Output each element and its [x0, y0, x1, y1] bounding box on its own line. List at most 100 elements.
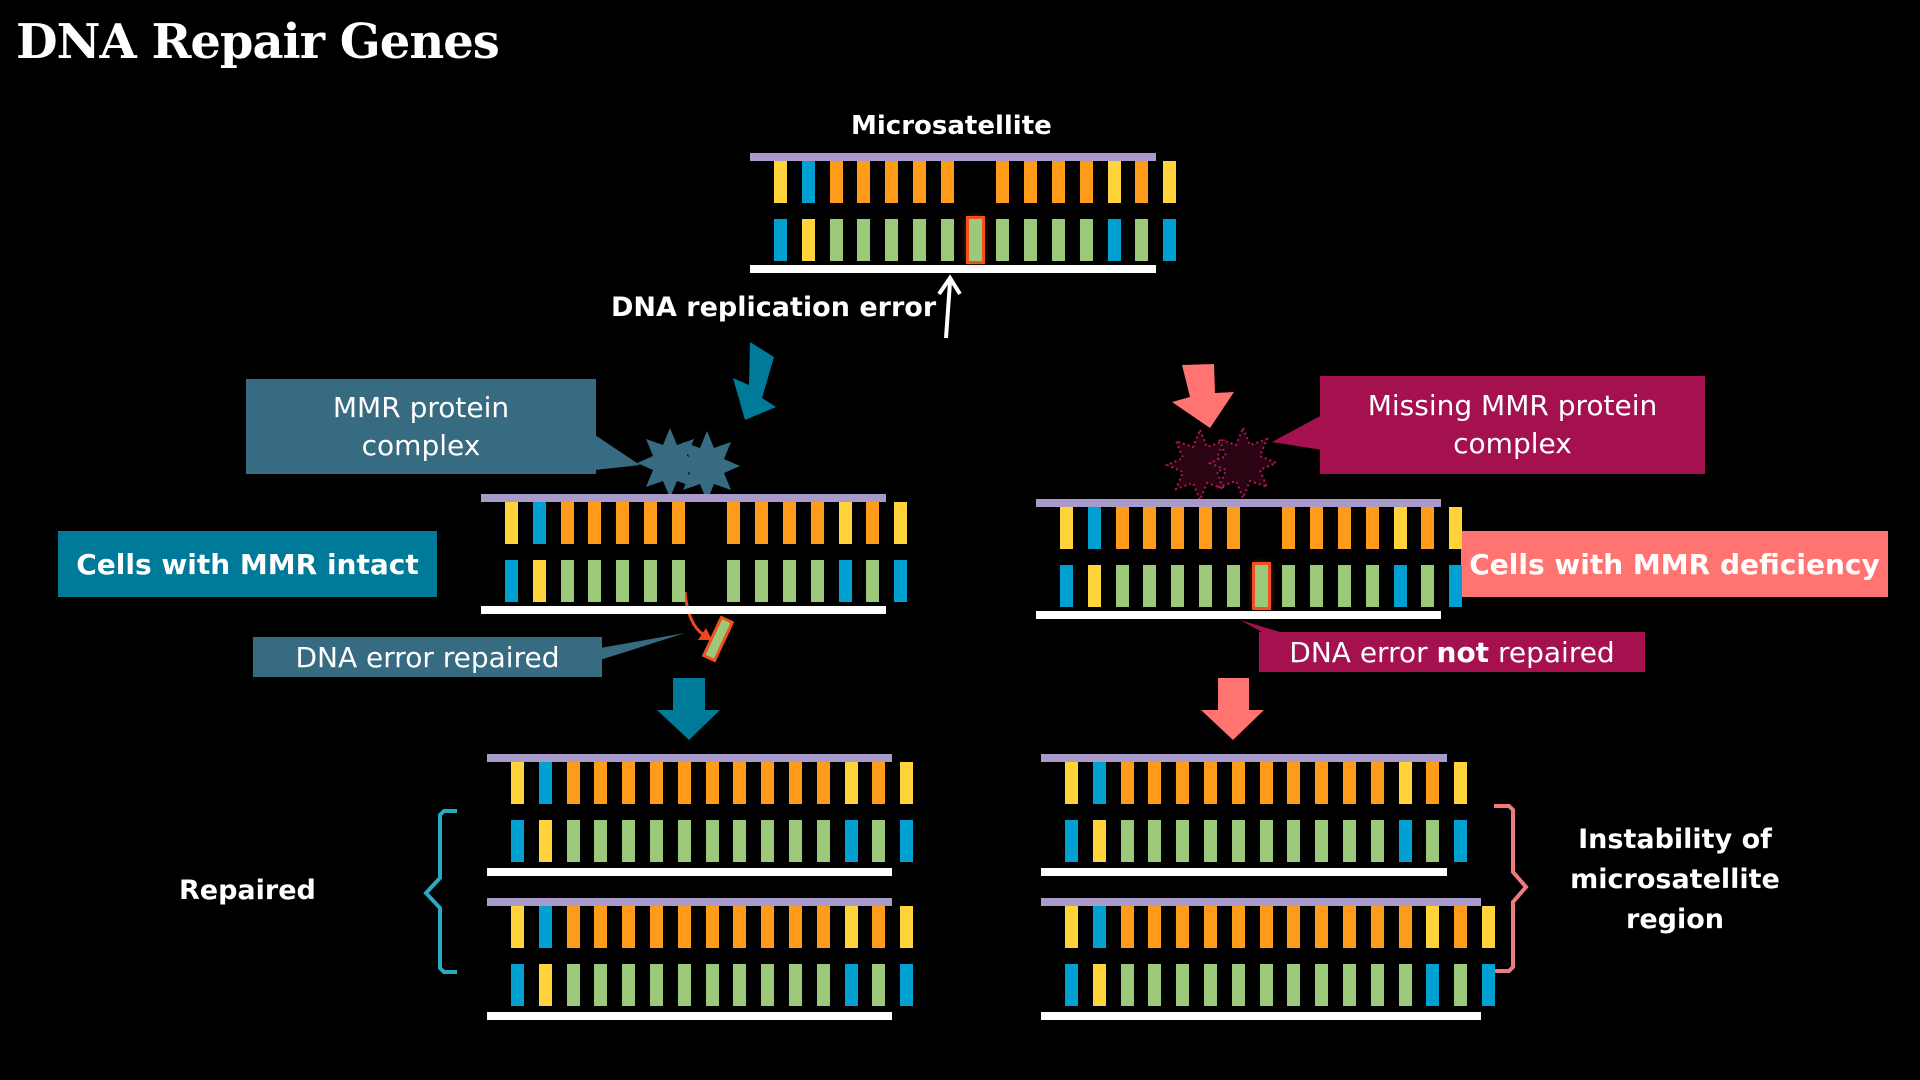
base	[829, 219, 843, 261]
error-repaired-callout: DNA error repaired	[253, 637, 602, 677]
repaired-label: Repaired	[179, 875, 316, 906]
top-strand-bases	[505, 502, 922, 544]
base	[1060, 565, 1073, 607]
base	[900, 762, 914, 804]
base	[1393, 565, 1407, 607]
base	[1171, 507, 1185, 549]
sugar-backbone-top	[1041, 754, 1447, 762]
base	[1024, 161, 1038, 203]
base	[538, 964, 552, 1006]
base	[1079, 161, 1093, 203]
base	[1176, 820, 1190, 862]
base	[885, 219, 899, 261]
base-gap	[700, 560, 713, 602]
base	[1481, 906, 1495, 948]
base	[1060, 507, 1073, 549]
base	[677, 964, 691, 1006]
bottom-strand-bases	[774, 216, 1191, 264]
base	[1024, 219, 1038, 261]
base	[1087, 507, 1101, 549]
base	[1259, 906, 1273, 948]
instability-label: Instability of microsatellite region	[1560, 820, 1790, 940]
base	[838, 502, 852, 544]
base	[1449, 507, 1463, 549]
callout-tail-not-repaired	[1240, 620, 1280, 632]
base	[511, 820, 524, 862]
base	[1481, 964, 1495, 1006]
instability-line3: region	[1626, 904, 1724, 935]
base	[1310, 565, 1324, 607]
base	[643, 502, 657, 544]
base	[1051, 219, 1065, 261]
base	[782, 560, 796, 602]
base	[1337, 507, 1351, 549]
base	[1315, 820, 1329, 862]
base	[1337, 565, 1351, 607]
base	[755, 560, 769, 602]
base	[1051, 161, 1065, 203]
base	[801, 219, 815, 261]
pink-down-arrow-icon	[1172, 364, 1234, 428]
base	[1120, 762, 1134, 804]
base	[1315, 762, 1329, 804]
base	[1148, 820, 1162, 862]
not-repaired-bold: not	[1436, 635, 1490, 669]
base	[1203, 906, 1217, 948]
base	[844, 820, 858, 862]
base	[838, 560, 852, 602]
base	[996, 219, 1010, 261]
sugar-backbone-top	[750, 153, 1156, 161]
sugar-backbone-top	[1036, 499, 1441, 507]
base	[538, 762, 552, 804]
teal-diagonal-arrow-icon	[733, 342, 776, 420]
dna-strip-repaired-1	[487, 754, 914, 876]
base	[705, 820, 719, 862]
base	[1342, 964, 1356, 1006]
base	[1092, 820, 1106, 862]
base	[829, 161, 843, 203]
base	[622, 964, 636, 1006]
base	[1421, 565, 1435, 607]
base	[1226, 565, 1240, 607]
base	[1120, 964, 1134, 1006]
base	[774, 219, 787, 261]
base	[857, 219, 871, 261]
missing-mmr-line1: Missing MMR protein	[1367, 389, 1658, 422]
base	[1365, 565, 1379, 607]
base	[866, 502, 880, 544]
base	[1092, 762, 1106, 804]
base	[705, 964, 719, 1006]
base	[1287, 906, 1301, 948]
base	[616, 560, 630, 602]
base	[594, 964, 608, 1006]
top-strand-bases	[511, 906, 928, 948]
bottom-strand-bases	[511, 820, 928, 862]
base	[1120, 820, 1134, 862]
top-strand-bases	[1060, 507, 1477, 549]
base	[594, 762, 608, 804]
base	[1398, 906, 1412, 948]
base	[727, 560, 741, 602]
dna-strip-repaired-2	[487, 898, 914, 1020]
base	[1370, 820, 1384, 862]
base	[532, 560, 546, 602]
base	[872, 820, 886, 862]
top-strand-bases	[511, 762, 928, 804]
base	[912, 161, 926, 203]
top-strand-bases	[1065, 906, 1510, 948]
base	[560, 560, 574, 602]
base	[1231, 964, 1245, 1006]
base	[1176, 964, 1190, 1006]
base	[1426, 964, 1440, 1006]
base	[1421, 507, 1435, 549]
base	[1370, 762, 1384, 804]
base	[1370, 964, 1384, 1006]
base	[801, 161, 815, 203]
base	[857, 161, 871, 203]
base	[844, 762, 858, 804]
base	[1226, 507, 1240, 549]
base	[1398, 762, 1412, 804]
base	[755, 502, 769, 544]
base	[1203, 820, 1217, 862]
